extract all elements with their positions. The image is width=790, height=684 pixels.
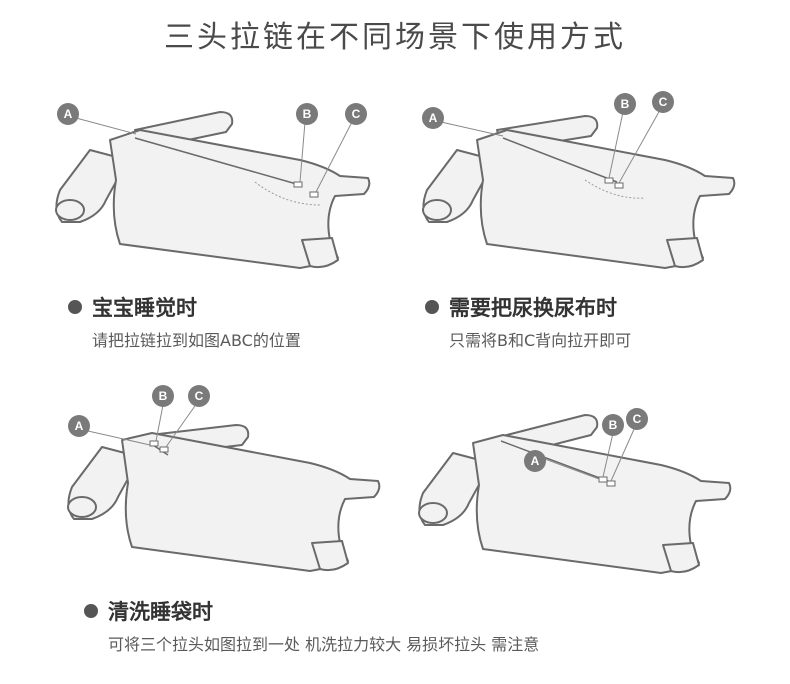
sleeping-bag-illustration: A B C xyxy=(418,408,732,574)
svg-text:A: A xyxy=(75,419,84,433)
scene-heading: 需要把尿换尿布时 xyxy=(449,296,617,320)
marker-c: C xyxy=(188,385,210,407)
sleeping-bag-illustration: A B C xyxy=(55,103,371,269)
svg-text:B: B xyxy=(159,389,168,403)
svg-text:B: B xyxy=(609,418,618,432)
marker-b: B xyxy=(296,103,318,125)
marker-a: A xyxy=(524,450,546,472)
scene-illustration-alternate: A B C xyxy=(395,375,790,590)
marker-a: A xyxy=(68,415,90,437)
svg-text:B: B xyxy=(621,97,630,111)
marker-c: C xyxy=(345,103,367,125)
scene-heading: 清洗睡袋时 xyxy=(108,600,213,624)
bullet-icon xyxy=(84,604,98,618)
scene-illustration-sleeping: A B C xyxy=(0,0,395,290)
sleeping-bag-illustration: A B C xyxy=(67,385,381,572)
scene-illustration-diaper: A B C xyxy=(395,0,790,290)
marker-b: B xyxy=(152,385,174,407)
scene-illustration-washing: A B C xyxy=(0,375,395,590)
svg-text:C: C xyxy=(352,107,361,121)
marker-a: A xyxy=(422,107,444,129)
scene-caption-sleeping: 宝宝睡觉时 请把拉链拉到如图ABC的位置 xyxy=(68,292,301,351)
marker-c: C xyxy=(626,408,648,430)
marker-b: B xyxy=(614,93,636,115)
scene-caption-diaper: 需要把尿换尿布时 只需将B和C背向拉开即可 xyxy=(425,292,631,351)
page-title: 三头拉链在不同场景下使用方式 xyxy=(164,20,626,55)
svg-text:C: C xyxy=(633,412,642,426)
svg-text:A: A xyxy=(531,454,540,468)
svg-text:A: A xyxy=(429,111,438,125)
svg-text:B: B xyxy=(303,107,312,121)
svg-text:A: A xyxy=(64,107,73,121)
scene-heading: 宝宝睡觉时 xyxy=(92,296,197,320)
svg-text:C: C xyxy=(195,389,204,403)
bullet-icon xyxy=(68,300,82,314)
marker-a: A xyxy=(57,103,79,125)
svg-text:C: C xyxy=(659,95,668,109)
marker-c: C xyxy=(652,91,674,113)
scene-caption-washing: 清洗睡袋时 可将三个拉头如图拉到一处 机洗拉力较大 易损坏拉头 需注意 xyxy=(84,596,539,655)
bullet-icon xyxy=(425,300,439,314)
scene-description: 请把拉链拉到如图ABC的位置 xyxy=(92,331,301,350)
marker-b: B xyxy=(602,414,624,436)
scene-description: 可将三个拉头如图拉到一处 机洗拉力较大 易损坏拉头 需注意 xyxy=(108,635,540,654)
scene-description: 只需将B和C背向拉开即可 xyxy=(449,331,632,350)
sleeping-bag-illustration: A B C xyxy=(422,91,736,269)
